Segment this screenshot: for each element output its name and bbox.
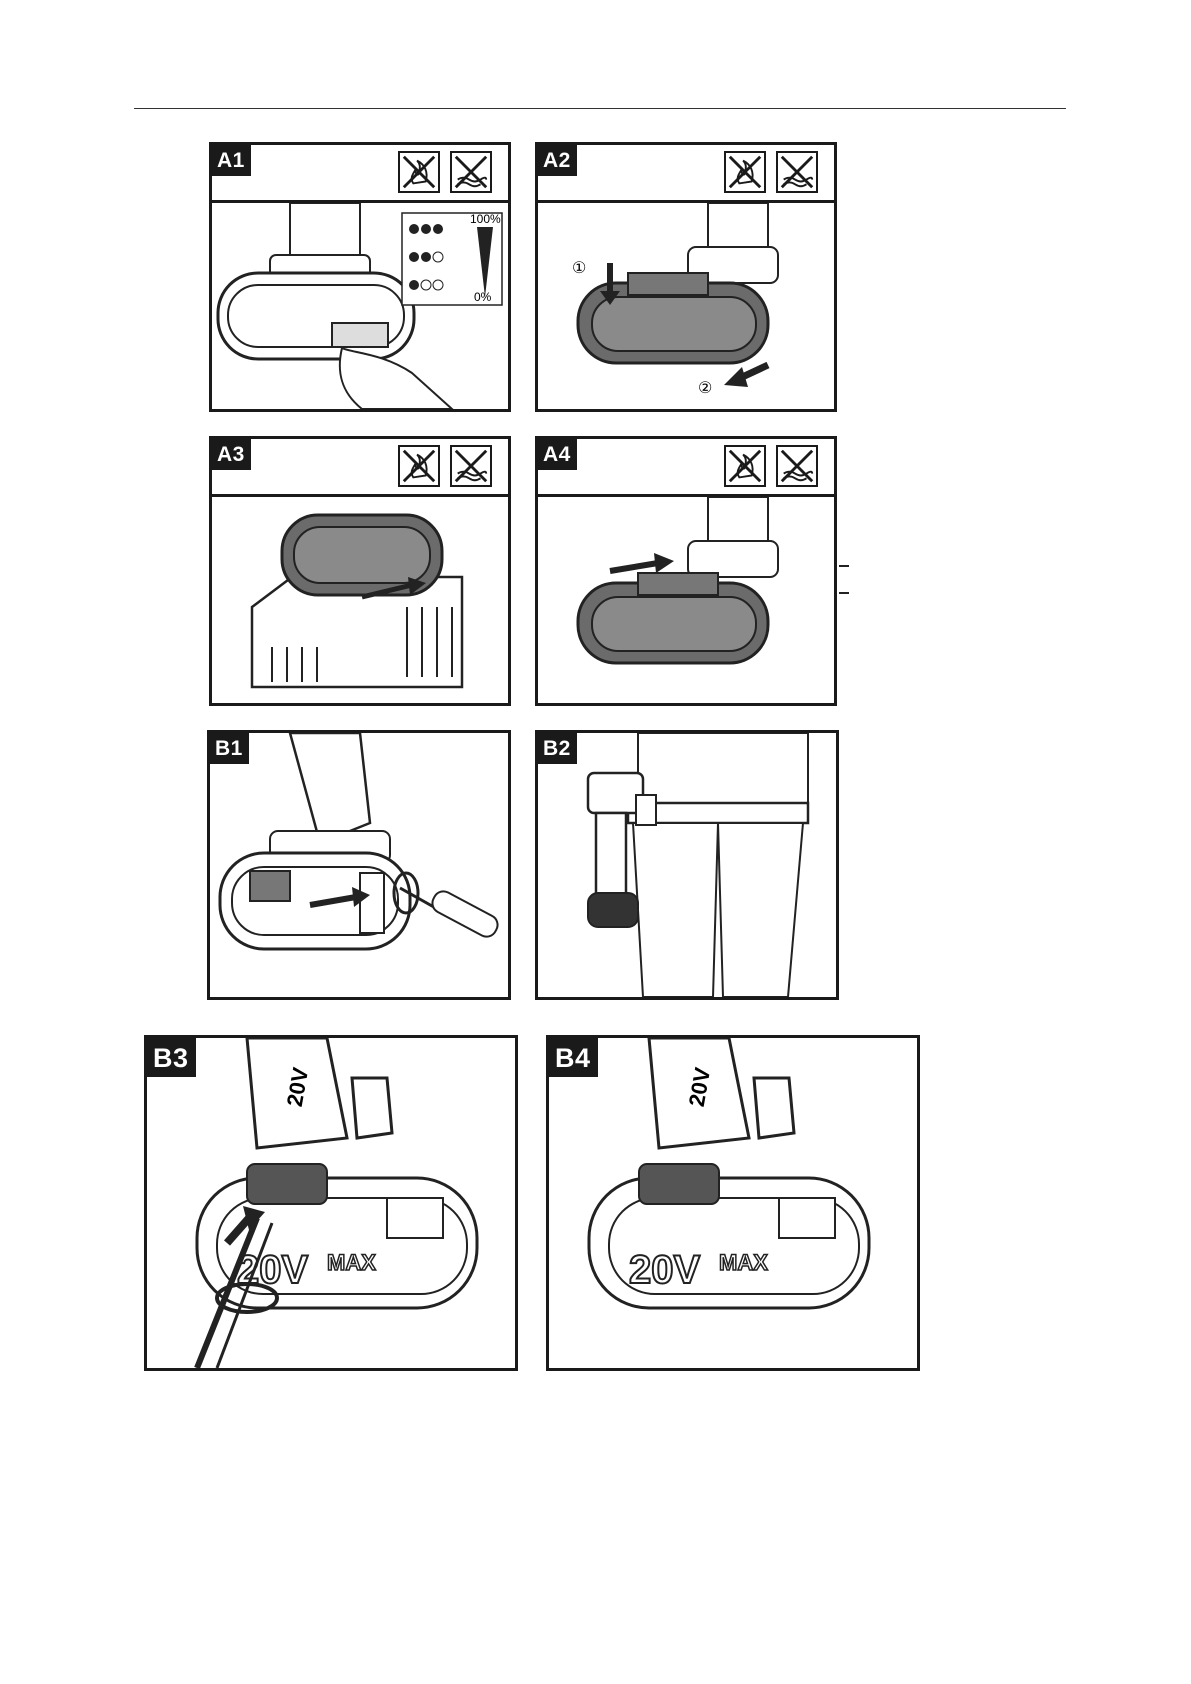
panel-a4: A4	[535, 436, 837, 706]
tool-on-belt-illustration	[538, 733, 836, 997]
charge-min-label: 0%	[474, 290, 492, 304]
top-rule	[134, 108, 1066, 109]
no-water-icon	[450, 445, 492, 487]
panel-a1: A1 100% 0%	[209, 142, 511, 412]
battery-removal-illustration: ① ②	[538, 203, 834, 409]
margin-tick	[839, 592, 849, 594]
belt-clip-removed-illustration: 20V 20V MAX	[549, 1038, 917, 1368]
panel-header: A2	[538, 145, 834, 203]
charge-max-label: 100%	[470, 212, 501, 226]
battery-insert-illustration	[538, 497, 834, 703]
panel-b3: B3 20V 20V MAX	[144, 1035, 518, 1371]
battery-badge: MAX	[719, 1250, 768, 1275]
panel-b2: B2	[535, 730, 839, 1000]
panel-label: A1	[212, 145, 251, 176]
battery-level-illustration: 100% 0%	[212, 203, 508, 409]
belt-clip-remove-illustration: 20V 20V MAX	[147, 1038, 515, 1368]
no-water-icon	[776, 151, 818, 193]
no-fire-icon	[398, 151, 440, 193]
battery-badge: MAX	[327, 1250, 376, 1275]
step-1-marker: ①	[572, 260, 586, 277]
no-fire-icon	[724, 151, 766, 193]
step-2-marker: ②	[698, 380, 712, 397]
panel-label: A4	[538, 439, 577, 470]
panel-header: A3	[212, 439, 508, 497]
no-fire-icon	[724, 445, 766, 487]
no-water-icon	[450, 151, 492, 193]
panel-header: A4	[538, 439, 834, 497]
panel-label: A2	[538, 145, 577, 176]
panel-header: A1	[212, 145, 508, 203]
belt-clip-mount-illustration	[210, 733, 508, 997]
charge-level-low	[409, 280, 443, 290]
charge-level-mid	[409, 252, 443, 262]
no-water-icon	[776, 445, 818, 487]
panel-a2: A2 ① ②	[535, 142, 837, 412]
no-fire-icon	[398, 445, 440, 487]
margin-tick	[839, 565, 849, 567]
charger-illustration	[212, 497, 508, 703]
panel-b4: B4 20V 20V MAX	[546, 1035, 920, 1371]
panel-b1: B1	[207, 730, 511, 1000]
panel-a3: A3	[209, 436, 511, 706]
charge-level-full	[409, 224, 443, 234]
battery-label: 20V	[629, 1248, 700, 1292]
panel-label: A3	[212, 439, 251, 470]
